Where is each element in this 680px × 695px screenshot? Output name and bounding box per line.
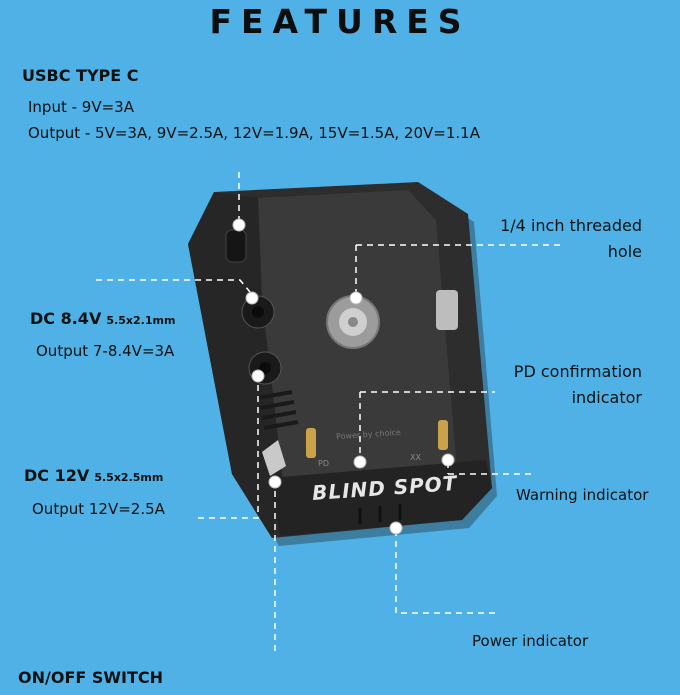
pd-label-line1: PD confirmation [513, 362, 642, 381]
onoff-switch-label: ON/OFF SWITCH [18, 668, 164, 687]
dc84-output: Output 7-8.4V=3A [36, 342, 175, 360]
dc84-spec: 5.5x2.1mm [106, 314, 176, 327]
usbc-output: Output - 5V=3A, 9V=2.5A, 12V=1.9A, 15V=1… [28, 124, 480, 142]
pd-dot [353, 455, 367, 469]
dc12-spec: 5.5x2.5mm [94, 471, 164, 484]
dc12-output: Output 12V=2.5A [32, 500, 165, 518]
page-title: FEATURES [209, 2, 471, 41]
usbc-heading: USBC TYPE C [22, 66, 139, 85]
warning-label: Warning indicator [516, 486, 649, 504]
power-dot [389, 521, 403, 535]
device-xx-label: XX [410, 453, 421, 462]
threaded-dot [349, 291, 363, 305]
pd-label-line2: indicator [571, 388, 642, 407]
device-pd-label: PD [318, 459, 329, 468]
dc12-dot [251, 369, 265, 383]
usbc-port [225, 229, 247, 263]
usbc-dot [232, 218, 246, 232]
threaded-label-line2: hole [607, 242, 642, 261]
power-label: Power indicator [472, 632, 589, 650]
dc84-heading: DC 8.4V [30, 309, 102, 328]
usbc-input: Input - 9V=3A [28, 98, 134, 116]
switch-dot [268, 475, 282, 489]
warning-dot [441, 453, 455, 467]
dc84-heading-row: DC 8.4V 5.5x2.1mm [30, 309, 175, 328]
onoff-switch-art [262, 440, 286, 476]
dc12-heading: DC 12V [24, 466, 90, 485]
threaded-label-line1: 1/4 inch threaded [500, 216, 642, 235]
dc84-dot [245, 291, 259, 305]
dc12-heading-row: DC 12V 5.5x2.5mm [24, 466, 163, 485]
